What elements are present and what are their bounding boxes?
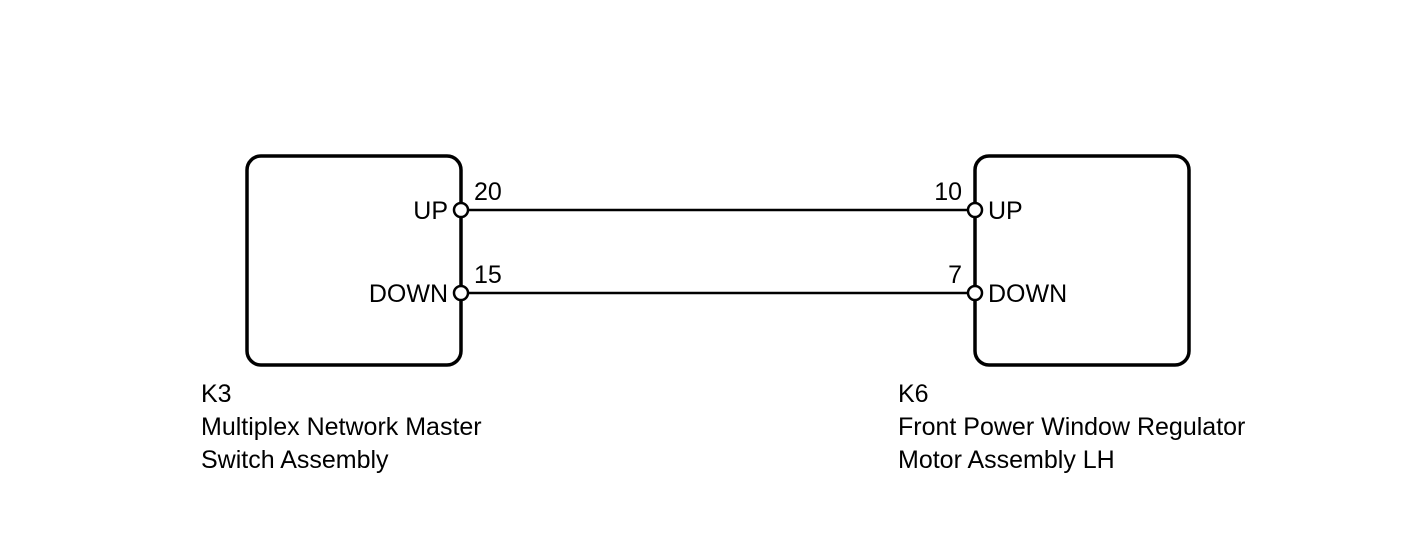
component-name-k6-line2: Motor Assembly LH	[898, 446, 1115, 474]
pin-number-k3-up: 20	[474, 178, 502, 206]
pin-label-k3-down: DOWN	[369, 280, 448, 308]
component-name-k3-line1: Multiplex Network Master	[201, 413, 482, 441]
pin-label-k3-up: UP	[413, 197, 448, 225]
component-box-k3	[245, 154, 463, 367]
pin-label-k6-up: UP	[988, 197, 1023, 225]
pin-number-k6-down: 7	[948, 261, 962, 289]
terminal-k6-down	[966, 284, 984, 302]
component-id-k6: K6	[898, 380, 929, 408]
component-box-k6	[973, 154, 1191, 367]
component-id-k3: K3	[201, 380, 232, 408]
pin-label-k6-down: DOWN	[988, 280, 1067, 308]
pin-number-k3-down: 15	[474, 261, 502, 289]
terminal-k3-down	[452, 284, 470, 302]
terminal-k6-up	[966, 201, 984, 219]
component-name-k3-line2: Switch Assembly	[201, 446, 389, 474]
terminal-k3-up	[452, 201, 470, 219]
component-name-k6-line1: Front Power Window Regulator	[898, 413, 1245, 441]
pin-number-k6-up: 10	[934, 178, 962, 206]
